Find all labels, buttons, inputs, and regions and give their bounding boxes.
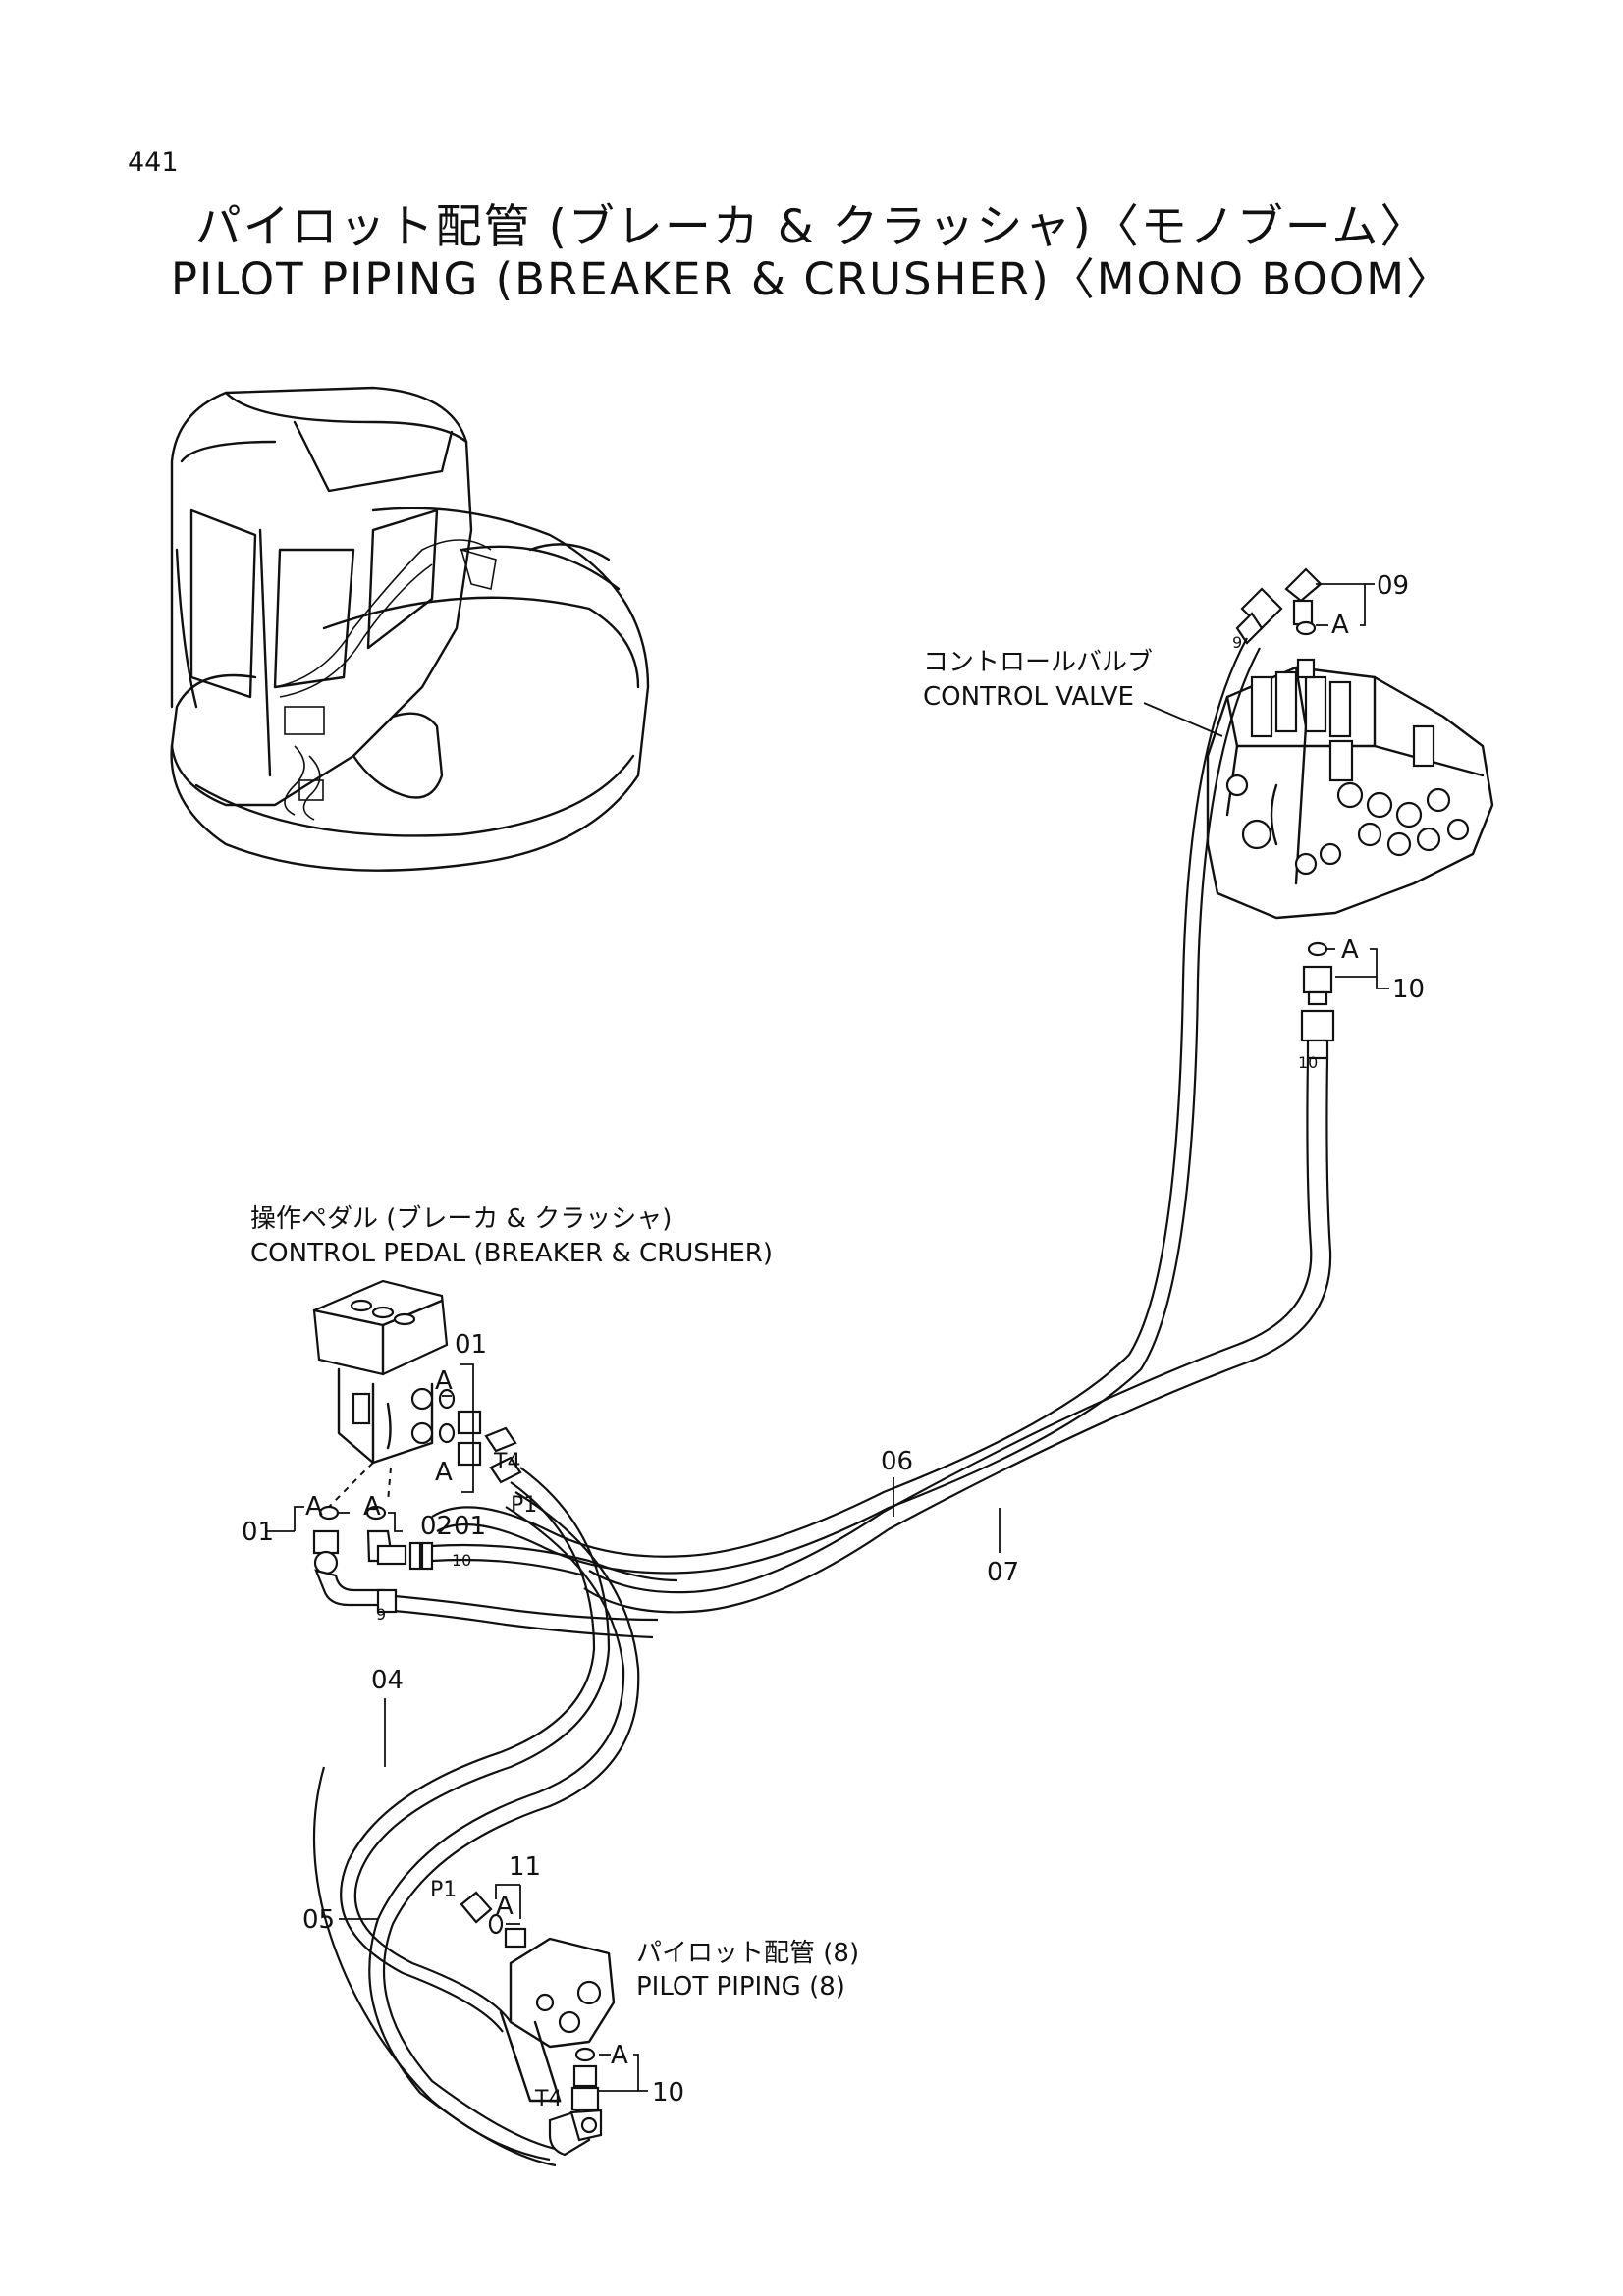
label-control-valve-ja: コントロールバルブ	[923, 648, 1153, 677]
leader-lines	[265, 583, 1389, 2092]
callout-p1-top: P1	[511, 1493, 537, 1518]
page-number: 441	[128, 147, 179, 178]
callout-p1-bottom: P1	[430, 1878, 457, 1902]
title-japanese: パイロット配管 (ブレーカ & クラッシャ)〈モノブーム〉	[194, 200, 1429, 254]
callout-a-10: A	[1341, 935, 1359, 965]
label-control-valve-en: CONTROL VALVE	[923, 682, 1134, 712]
callout-a-left-1: A	[305, 1492, 323, 1522]
callout-a-09: A	[1331, 611, 1349, 640]
adapter-fitting-10-valve	[1300, 941, 1335, 1060]
callout-t4-bottom: T4	[534, 2087, 562, 2111]
callout-t4-top: T4	[493, 1450, 520, 1474]
hose-end-fitting-9	[1235, 587, 1283, 645]
part-number-07: 07	[987, 1558, 1019, 1587]
callout-a-pedal-2: A	[435, 1458, 453, 1487]
title-english: PILOT PIPING (BREAKER & CRUSHER)〈MONO BO…	[170, 253, 1453, 305]
hose-mark-10-valve: 10	[1298, 1053, 1318, 1072]
label-control-pedal-ja: 操作ペダル (ブレーカ & クラッシャ)	[250, 1204, 672, 1234]
part-number-11: 11	[509, 1852, 541, 1882]
callout-a-bottom: A	[611, 2041, 628, 2070]
pedal-fittings	[312, 1388, 522, 1614]
hoses	[312, 637, 1332, 2167]
part-number-04: 04	[371, 1666, 404, 1695]
label-control-pedal-en: CONTROL PEDAL (BREAKER & CRUSHER)	[250, 1239, 773, 1268]
part-number-05: 05	[302, 1905, 335, 1935]
hose-mark-9-valve: 9	[1232, 633, 1242, 652]
part-number-01-left: 01	[242, 1518, 274, 1547]
label-pilot-piping-en: PILOT PIPING (8)	[636, 1972, 845, 2002]
label-pilot-piping-ja: パイロット配管 (8)	[636, 1939, 859, 1968]
elbow-fitting-09	[1284, 567, 1323, 679]
hose-mark-10-pedal: 10	[452, 1551, 471, 1570]
part-number-10-bottom: 10	[652, 2078, 684, 2108]
hose-mark-9-pedal: 9	[376, 1605, 386, 1624]
callout-a-pedal-1: A	[435, 1366, 453, 1396]
callout-a-11: A	[496, 1892, 514, 1921]
part-number-09: 09	[1377, 571, 1409, 601]
control-valve-illustration	[1206, 666, 1494, 920]
part-number-06: 06	[881, 1447, 913, 1476]
pilot-valve-8-illustration	[460, 1891, 616, 2157]
part-number-02: 02	[420, 1512, 453, 1541]
excavator-cab-illustration	[170, 386, 650, 872]
part-number-01-mid: 01	[454, 1512, 486, 1541]
part-number-01-top: 01	[455, 1330, 487, 1360]
callout-a-left-2: A	[363, 1492, 381, 1522]
part-number-10-valve: 10	[1392, 975, 1425, 1004]
control-pedal-illustration	[312, 1279, 449, 1465]
